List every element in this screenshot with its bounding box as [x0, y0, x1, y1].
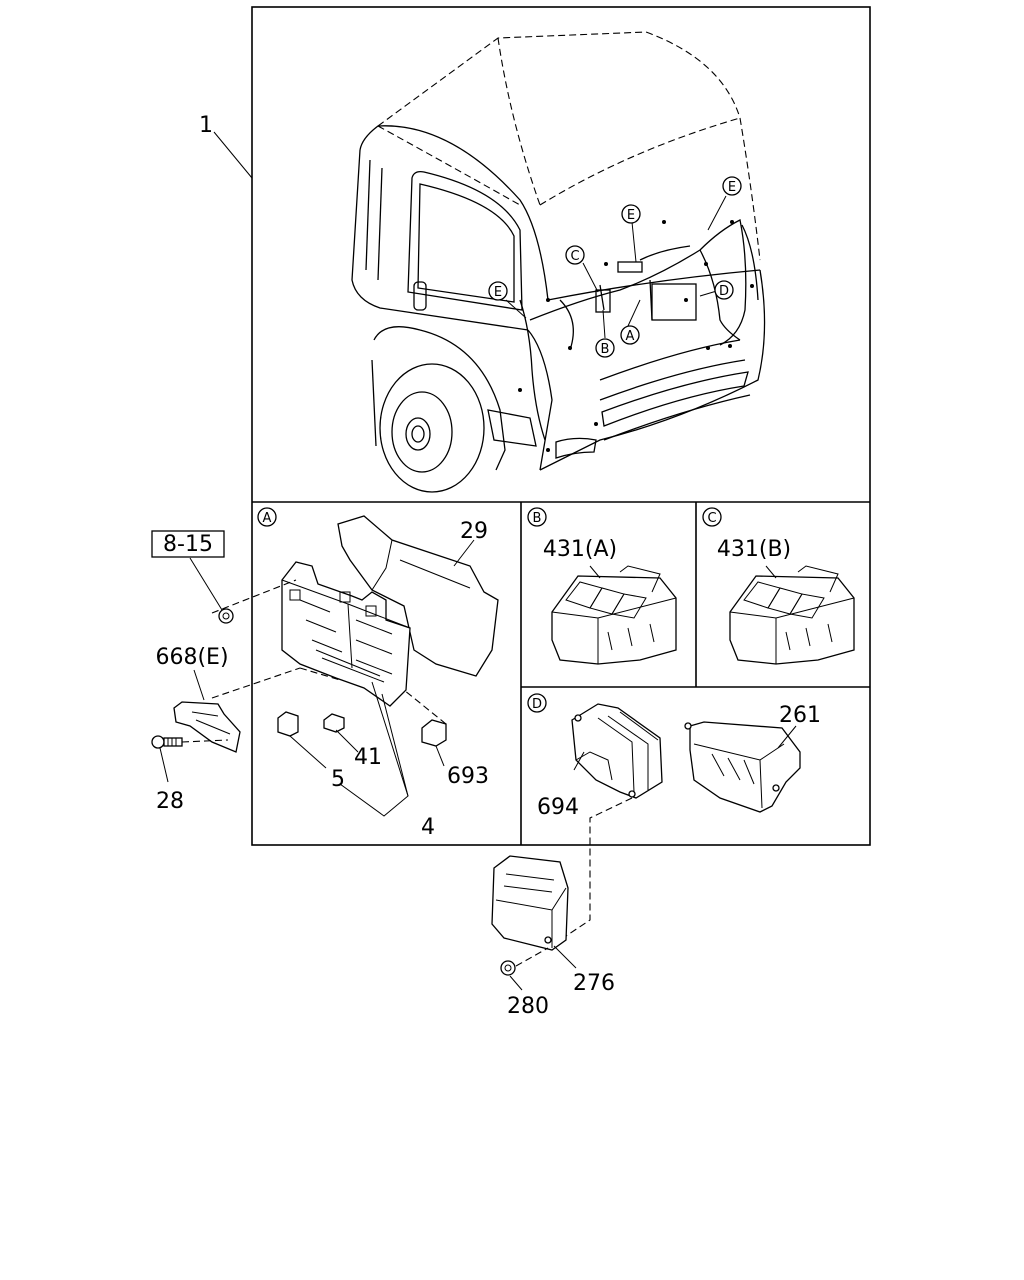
marker-a-label: A: [626, 329, 635, 344]
ecu-276: [491, 855, 569, 951]
callout-276: 276: [573, 971, 615, 996]
callout-28: 28: [156, 789, 184, 814]
marker-b-cab: B: [595, 338, 615, 358]
fuse-box: [281, 561, 411, 707]
panel-a-marker: A: [263, 511, 272, 526]
callout-261: 261: [779, 703, 821, 728]
relay-block-431b: [729, 575, 855, 665]
marker-a-cab: A: [620, 325, 640, 345]
callout-431a: 431(A): [543, 537, 617, 562]
marker-e-label: E: [494, 285, 502, 300]
panel-d-marker: D: [532, 697, 542, 712]
callout-41: 41: [354, 745, 382, 770]
tray-261: [689, 721, 801, 813]
marker-d-cab: D: [714, 280, 734, 300]
panel-b: B: [527, 507, 677, 665]
marker-c-label: C: [570, 249, 579, 264]
nut-280: [500, 960, 516, 976]
fuse-part-5: [277, 711, 299, 737]
nut-8-15: [218, 608, 234, 624]
marker-c-cab: C: [565, 245, 585, 265]
marker-e-cab-center: E: [621, 204, 641, 224]
marker-e-label: E: [627, 208, 635, 223]
bracket-694: [571, 703, 663, 799]
panel-c: C: [702, 507, 855, 665]
bolt-28: [151, 735, 183, 749]
callout-694: 694: [537, 795, 579, 820]
callout-1-leader: [213, 131, 253, 179]
marker-d-label: D: [719, 284, 729, 299]
marker-e-cab-left: E: [488, 281, 508, 301]
relay-693: [421, 719, 447, 747]
fuse-box-cover: [337, 515, 499, 677]
diagram-frames: [251, 6, 871, 846]
callout-693: 693: [447, 764, 489, 789]
panel-c-marker: C: [707, 511, 716, 526]
bracket-668e: [173, 701, 241, 753]
callout-280: 280: [507, 994, 549, 1019]
fuse-part-41: [323, 713, 345, 733]
marker-b-label: B: [601, 342, 610, 357]
callout-29: 29: [460, 519, 488, 544]
callout-431b: 431(B): [717, 537, 791, 562]
callout-668e: 668(E): [155, 645, 228, 670]
panel-d: D: [527, 693, 801, 813]
truck-cab-illustration: [351, 31, 766, 493]
panel-b-marker: B: [533, 511, 542, 526]
marker-e-cab-right: E: [722, 176, 742, 196]
panel-a: A: [211, 507, 499, 817]
callout-5: 5: [331, 767, 345, 792]
callout-1: 1: [199, 113, 213, 138]
marker-e-label: E: [728, 180, 736, 195]
callout-4: 4: [421, 815, 435, 840]
callout-8-15: 8-15: [163, 532, 213, 557]
relay-block-431a: [551, 575, 677, 665]
ref-box-8-15: 8-15: [151, 530, 225, 558]
